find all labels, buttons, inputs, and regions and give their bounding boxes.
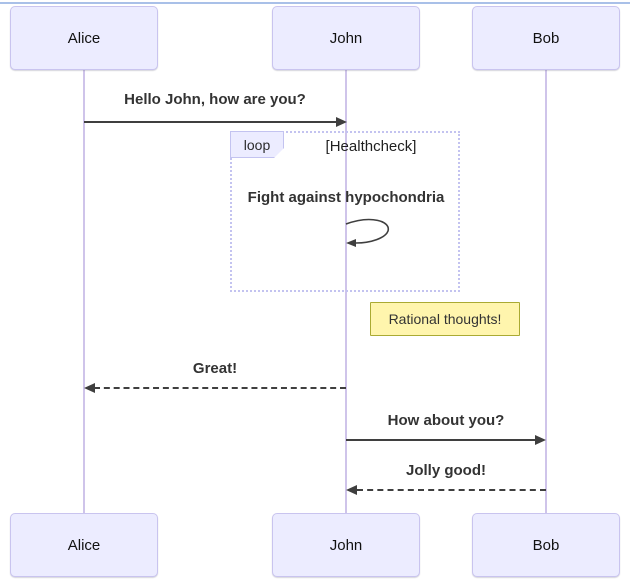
message-arrow-hello (84, 121, 337, 123)
actor-label-alice: Alice (67, 536, 101, 554)
loop-condition-label: [Healthcheck] (325, 138, 417, 155)
loop-label: loop (243, 136, 271, 153)
actor-box-john-top: John (272, 6, 420, 70)
message-arrow-jolly (357, 489, 546, 491)
message-label-jolly: Jolly good! (406, 462, 486, 479)
message-arrow-great (94, 387, 346, 389)
actor-box-john-bottom: John (272, 513, 420, 577)
arrowhead-left-icon (346, 239, 356, 247)
message-label-fight: Fight against hypochondria (247, 189, 445, 206)
message-label-great: Great! (192, 360, 238, 377)
lifeline-bob (545, 70, 547, 513)
actor-label-alice: Alice (67, 29, 101, 47)
actor-label-john: John (329, 29, 363, 47)
actor-label-bob: Bob (532, 536, 560, 554)
arrowhead-right-icon (336, 117, 347, 127)
actor-label-bob: Bob (532, 29, 560, 47)
window-top-edge (0, 2, 630, 4)
message-arrow-how (346, 439, 536, 441)
loop-frame (230, 131, 460, 292)
message-label-hello: Hello John, how are you? (124, 91, 306, 108)
note-box: Rational thoughts! (370, 302, 520, 336)
actor-box-bob-bottom: Bob (472, 513, 620, 577)
arrowhead-left-icon (84, 383, 95, 393)
self-loop-arrow (345, 218, 389, 247)
actor-box-alice-top: Alice (10, 6, 158, 70)
arrowhead-left-icon (346, 485, 357, 495)
arrowhead-right-icon (535, 435, 546, 445)
lifeline-alice (83, 70, 85, 513)
actor-box-bob-top: Bob (472, 6, 620, 70)
actor-label-john: John (329, 536, 363, 554)
note-label: Rational thoughts! (388, 311, 502, 327)
message-label-how: How about you? (387, 412, 505, 429)
loop-label-tab: loop (230, 131, 284, 158)
actor-box-alice-bottom: Alice (10, 513, 158, 577)
